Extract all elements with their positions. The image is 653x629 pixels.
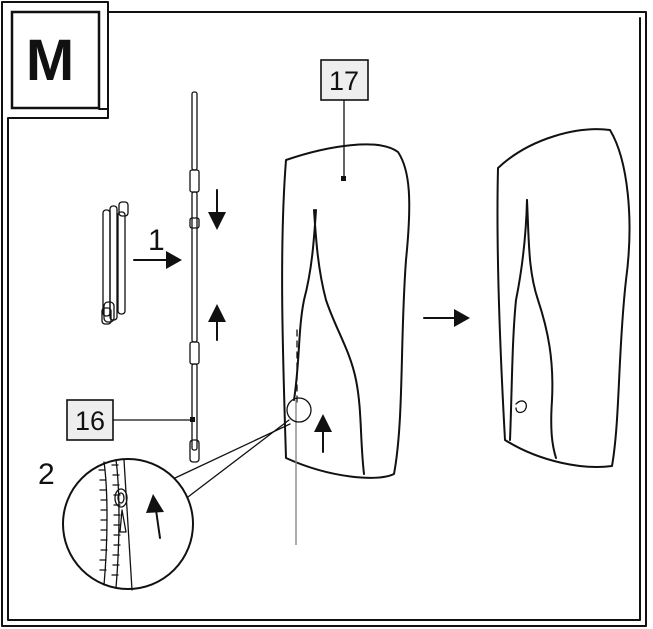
- arrow-right-icon: [423, 309, 470, 327]
- label-part-16: 16: [75, 406, 105, 436]
- label-part-17: 17: [329, 66, 359, 96]
- arrow-down-icon: [208, 189, 226, 230]
- cover-open: [281, 143, 411, 545]
- label-16-box: [66, 399, 114, 441]
- step-letter: M: [26, 28, 74, 93]
- callout-step-2: 2: [38, 458, 55, 491]
- callout-step-1: 1: [148, 224, 165, 257]
- label-17-box: [320, 59, 369, 101]
- cover-closed: [496, 128, 631, 468]
- magnifier-circle-icon: [62, 458, 194, 591]
- arrow-up-icon: [314, 414, 332, 453]
- folded-pole: [101, 201, 129, 325]
- step-badge: [10, 10, 101, 110]
- detail-leader-b: [174, 423, 291, 479]
- arrow-up-icon: [208, 304, 226, 341]
- extended-pole: [189, 91, 200, 463]
- arrow-right-icon: [133, 251, 182, 269]
